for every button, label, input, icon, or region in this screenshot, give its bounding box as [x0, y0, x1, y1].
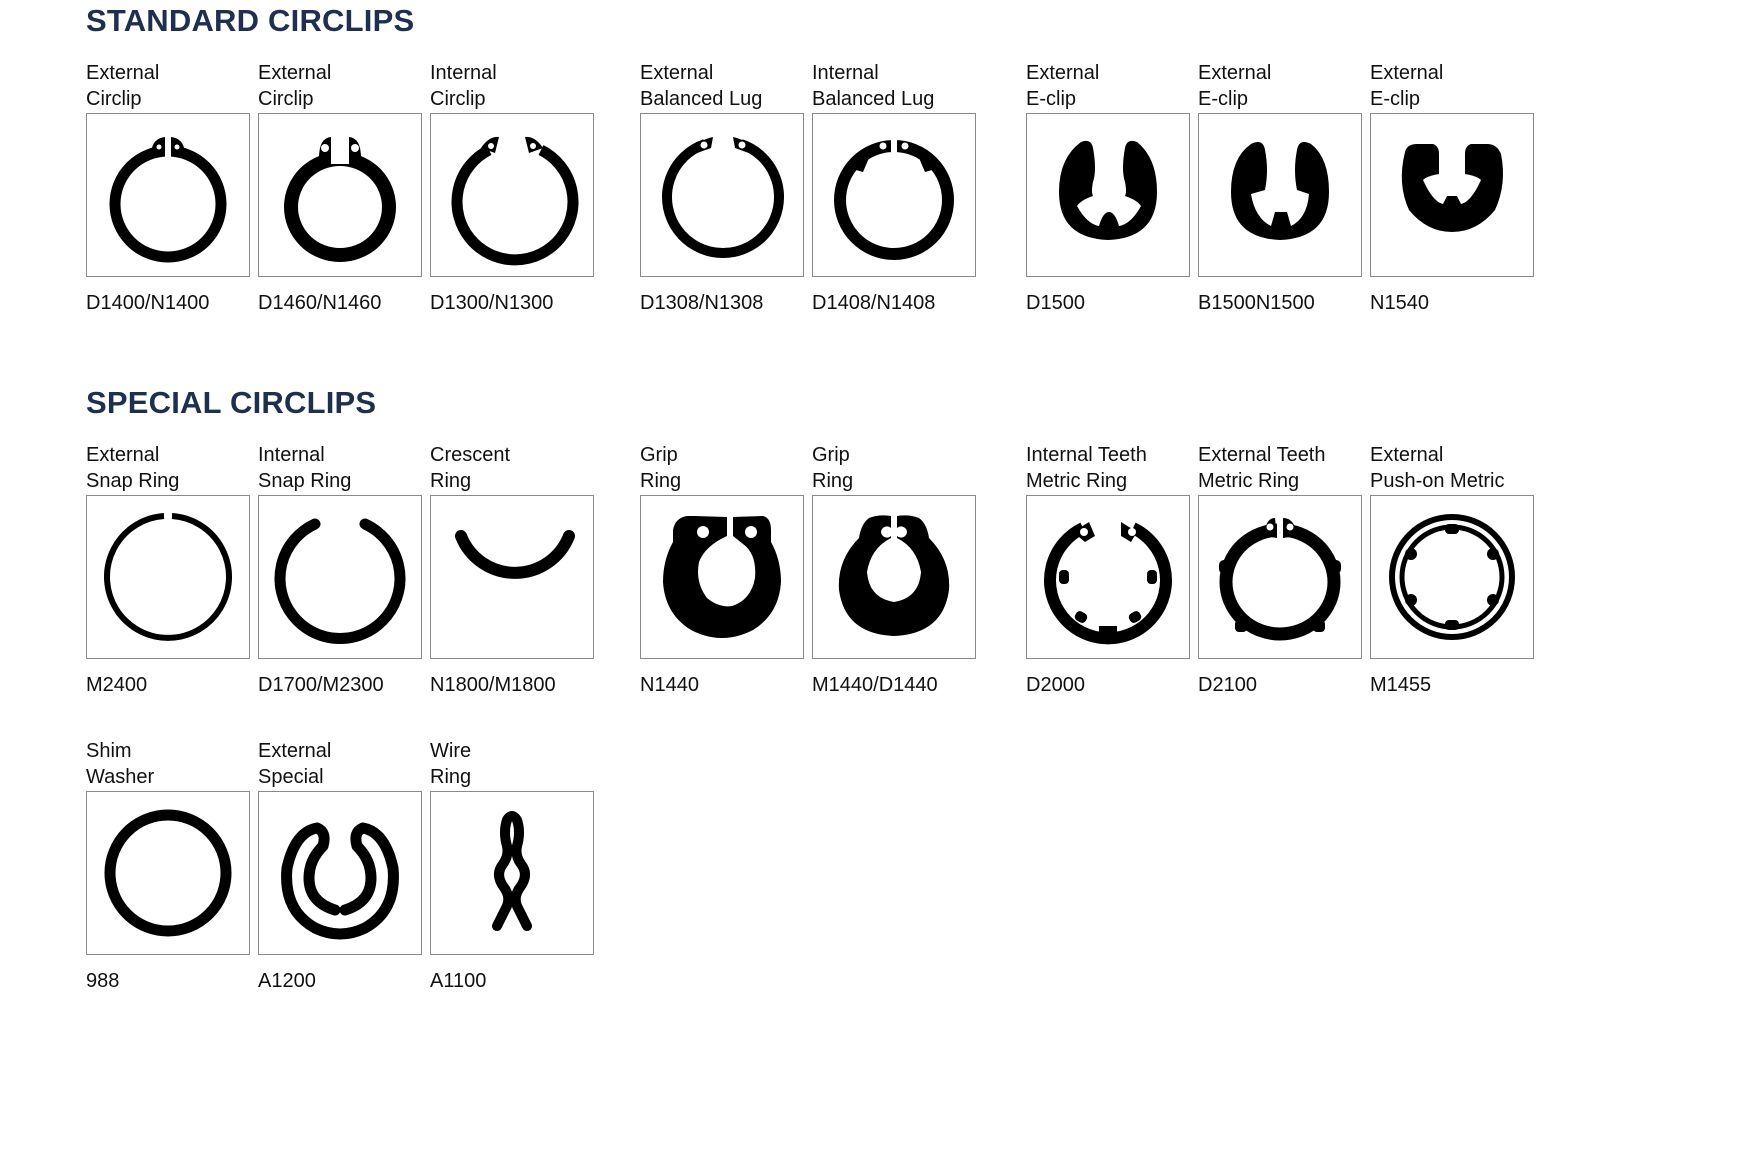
- product-code: D1408/N1408: [812, 292, 936, 314]
- section-title-standard: STANDARD CIRCLIPS: [86, 3, 415, 38]
- product-card[interactable]: [1370, 113, 1534, 277]
- push-on-metric-icon: [1389, 514, 1515, 640]
- product-code: D1300/N1300: [430, 292, 554, 314]
- internal-balanced-lug-icon: [834, 134, 954, 260]
- e-clip-wide-icon: [1401, 144, 1503, 232]
- product-code: N1440: [640, 674, 699, 696]
- shim-washer-icon: [104, 809, 232, 937]
- external-special-icon: [281, 822, 399, 940]
- product-code: M1455: [1370, 674, 1432, 696]
- product-card[interactable]: [430, 791, 594, 955]
- product-code: 988: [86, 970, 120, 992]
- crescent-ring-icon: [455, 530, 575, 579]
- wire-ring-icon: [492, 811, 532, 931]
- grip-ring-icon: [663, 516, 781, 638]
- product-code: D1500: [1026, 292, 1085, 314]
- grip-ring-alt-icon: [838, 515, 950, 636]
- product-code: D2100: [1198, 674, 1257, 696]
- product-card[interactable]: [1198, 495, 1362, 659]
- external-balanced-lug-icon: [662, 137, 784, 258]
- product-card[interactable]: [640, 495, 804, 659]
- product-code: D1460/N1460: [258, 292, 382, 314]
- product-code: N1540: [1370, 292, 1429, 314]
- e-clip-square-icon: [1231, 142, 1329, 240]
- product-code: M2400: [86, 674, 148, 696]
- e-clip-icon: [1059, 140, 1157, 240]
- product-code: A1100: [430, 970, 487, 992]
- internal-snap-ring-icon: [274, 518, 406, 644]
- product-card[interactable]: [640, 113, 804, 277]
- external-teeth-metric-ring-icon: [1219, 514, 1341, 641]
- section-title-special: SPECIAL CIRCLIPS: [86, 385, 377, 420]
- internal-teeth-metric-ring-icon: [1044, 522, 1172, 645]
- product-card[interactable]: [258, 495, 422, 659]
- product-card[interactable]: [1026, 495, 1190, 659]
- product-card[interactable]: [86, 791, 250, 955]
- product-card[interactable]: [1370, 495, 1534, 659]
- product-card[interactable]: [258, 113, 422, 277]
- product-code: D2000: [1026, 674, 1085, 696]
- product-code: D1308/N1308: [640, 292, 764, 314]
- product-code: D1400/N1400: [86, 292, 210, 314]
- external-snap-ring-icon: [104, 513, 232, 641]
- product-code: A1200: [258, 970, 316, 992]
- product-card[interactable]: [86, 495, 250, 659]
- external-circlip-icon: [109, 134, 227, 263]
- product-card[interactable]: [430, 113, 594, 277]
- product-code: N1800/M1800: [430, 674, 556, 696]
- product-code: M1440/D1440: [812, 674, 938, 696]
- product-code: B1500N1500: [1198, 292, 1315, 314]
- product-card[interactable]: [1198, 113, 1362, 277]
- product-card[interactable]: [812, 495, 976, 659]
- product-card[interactable]: [812, 113, 976, 277]
- product-code: D1700/M2300: [258, 674, 384, 696]
- product-card[interactable]: [86, 113, 250, 277]
- product-card[interactable]: [1026, 113, 1190, 277]
- external-circlip-heavy-icon: [284, 134, 396, 262]
- product-card[interactable]: [258, 791, 422, 955]
- internal-circlip-icon: [451, 136, 579, 266]
- product-card[interactable]: [430, 495, 594, 659]
